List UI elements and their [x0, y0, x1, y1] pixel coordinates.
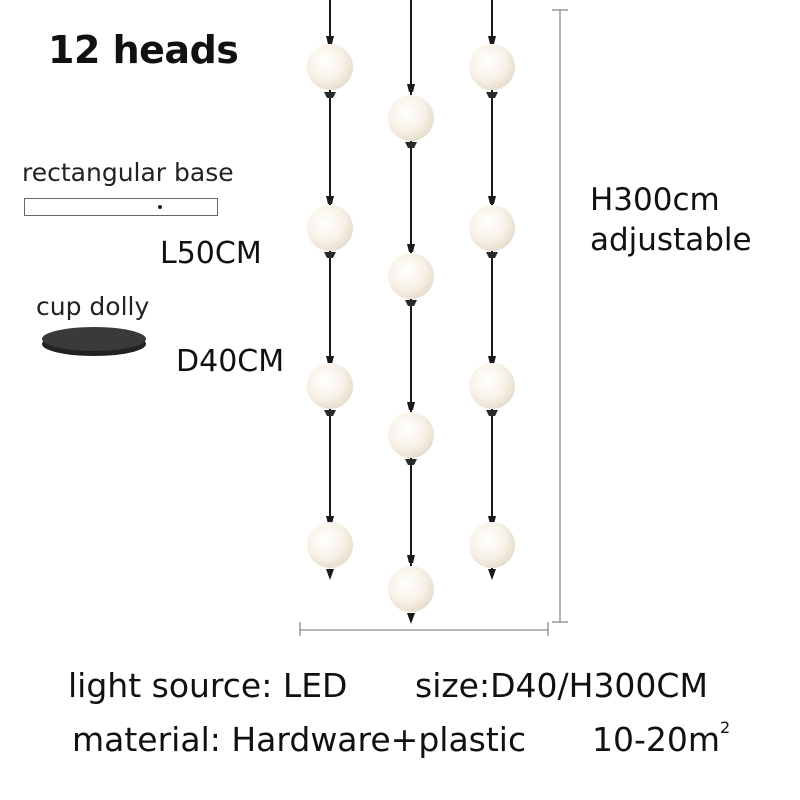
height-note: H300cm adjustable — [590, 180, 752, 260]
height-adjustable: adjustable — [590, 222, 752, 258]
product-heading: 12 heads — [48, 28, 239, 72]
cup-dolly-size: D40CM — [176, 344, 285, 379]
pendant-strand-left — [307, 0, 353, 580]
globe-light — [388, 566, 434, 612]
globe-light — [469, 363, 515, 409]
globe-light — [469, 44, 515, 90]
rectangular-base-mount-dot — [158, 205, 162, 209]
width-dimension-line — [299, 622, 549, 636]
spec-size: size:D40/H300CM — [415, 666, 708, 705]
globe-light — [307, 522, 353, 568]
spec-area-unit-sup: 2 — [720, 718, 731, 737]
globe-light — [388, 95, 434, 141]
pendant-strand-middle — [388, 0, 434, 624]
rectangular-base-label: rectangular base — [22, 158, 234, 187]
rectangular-base-illustration — [24, 198, 218, 216]
globe-light — [307, 205, 353, 251]
cup-dolly-label: cup dolly — [36, 292, 150, 321]
height-dimension-line — [552, 9, 568, 623]
rectangular-base-cords — [33, 218, 201, 268]
globe-light — [388, 253, 434, 299]
globe-light — [307, 44, 353, 90]
spec-light-source: light source: LED — [68, 666, 348, 705]
globe-light — [469, 205, 515, 251]
globe-light — [388, 412, 434, 458]
globe-light — [469, 522, 515, 568]
pendant-strand-right — [469, 0, 515, 580]
spec-area: 10-20m2 — [592, 718, 731, 759]
rectangular-base-size: L50CM — [160, 236, 262, 271]
globe-light — [307, 363, 353, 409]
spec-material: material: Hardware+plastic — [72, 720, 527, 759]
spec-area-value: 10-20m — [592, 720, 721, 759]
height-value: H300cm — [590, 182, 720, 218]
cup-dolly-illustration — [42, 327, 146, 426]
